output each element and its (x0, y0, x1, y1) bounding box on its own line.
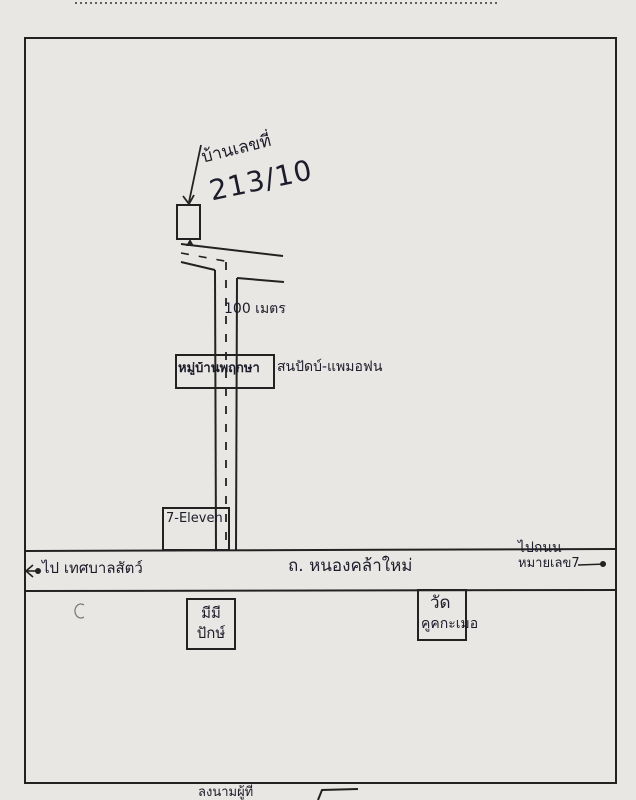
right-arrow-dot (600, 561, 606, 567)
house-arrowhead-icon (182, 194, 195, 206)
side-road-centerline (180, 252, 231, 263)
main-road-lower-edge (24, 589, 617, 592)
shop-label: 7-Eleven (166, 511, 223, 526)
main-road-label: ถ. หนองคล้าใหม่ (288, 556, 413, 576)
side-road-lower-edge-right (236, 277, 285, 283)
house-arrow (188, 144, 202, 203)
school-label: มีมี ปักษ์ (196, 604, 226, 643)
left-arrowhead-icon (24, 564, 34, 578)
lane-left-edge (214, 269, 217, 552)
left-direction-label: ไป เทศบาลสัตว์ (42, 559, 143, 577)
right-direction-label-1: ไปถนน (518, 540, 562, 556)
village-sign-suffix: สนปัดบ์-แพมอฟน (277, 359, 383, 375)
footer-text: ลงนามผู้ที่ (198, 785, 254, 800)
signature-stroke (317, 788, 359, 800)
house-marker-icon (186, 239, 194, 246)
side-road-upper-edge (180, 243, 284, 257)
house-box (176, 204, 201, 240)
lane-distance-label: 100 เมตร (224, 301, 286, 317)
main-road-upper-edge (24, 548, 617, 552)
village-sign-box (175, 354, 275, 389)
temple-box (417, 589, 467, 641)
side-road-lower-edge-left (180, 261, 216, 271)
lane-right-edge (235, 277, 238, 552)
temple-label-1: วัด (430, 593, 451, 613)
shop-box (162, 507, 230, 551)
village-sign-label: หมู่บ้านพฤกษา (178, 362, 260, 375)
map-frame (24, 37, 617, 784)
right-direction-label-2: หมายเลข7 (518, 556, 580, 571)
faint-mark (74, 603, 85, 619)
temple-label-2: คูคกะเมอ (421, 616, 479, 632)
school-box (186, 598, 236, 650)
